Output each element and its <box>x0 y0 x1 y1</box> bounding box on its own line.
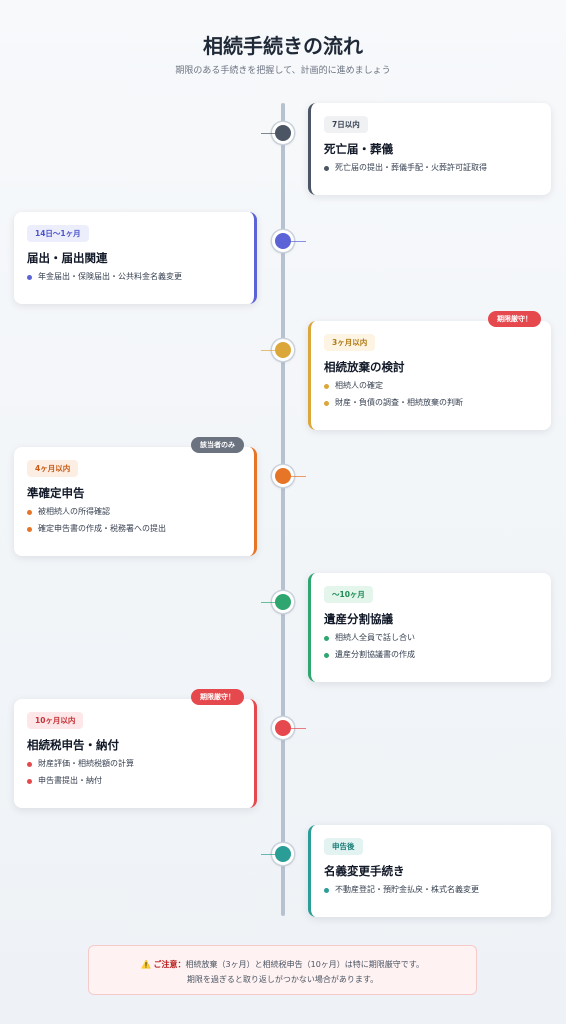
period-badge: 14日〜1ヶ月 <box>27 225 89 242</box>
list-item-text: 相続人の確定 <box>335 381 383 390</box>
list-item: 確定申告書の作成・税務署への提出 <box>27 524 166 541</box>
step-title: 準確定申告 <box>27 486 85 500</box>
list-item-text: 被相続人の所得確認 <box>38 507 110 516</box>
step-title: 相続税申告・納付 <box>27 738 119 752</box>
timeline-connector <box>284 728 306 729</box>
list-item: 死亡届の提出・葬儀手配・火葬許可証取得 <box>324 163 487 180</box>
status-tag: 該当者のみ <box>191 437 244 453</box>
step-card: 7日以内死亡届・葬儀死亡届の提出・葬儀手配・火葬許可証取得 <box>308 103 551 195</box>
step-items: 被相続人の所得確認確定申告書の作成・税務署への提出 <box>27 507 166 541</box>
step-items: 相続人の確定財産・負債の調査・相続放棄の判断 <box>324 381 463 415</box>
bullet-dot-icon <box>27 762 32 767</box>
list-item: 申告書提出・納付 <box>27 776 134 793</box>
timeline-connector <box>284 476 306 477</box>
list-item: 相続人全員で話し合い <box>324 633 415 650</box>
step-card: 14日〜1ヶ月届出・届出関連年金届出・保険届出・公共料金名義変更 <box>14 212 257 304</box>
step-items: 死亡届の提出・葬儀手配・火葬許可証取得 <box>324 163 487 180</box>
bullet-dot-icon <box>324 401 329 406</box>
step-card: 10ヶ月以内相続税申告・納付財産評価・相続税額の計算申告書提出・納付 期限厳守！ <box>14 689 257 808</box>
warning-icon: ⚠️ <box>141 960 151 969</box>
status-tag: 期限厳守！ <box>191 689 244 705</box>
step-card: 4ヶ月以内準確定申告被相続人の所得確認確定申告書の作成・税務署への提出 該当者のみ <box>14 437 257 556</box>
bullet-dot-icon <box>324 636 329 641</box>
timeline-connector <box>261 350 283 351</box>
timeline-connector <box>261 602 283 603</box>
caution-note: ⚠️ ご注意：相続放棄（3ヶ月）と相続税申告（10ヶ月）は特に期限厳守です。 期… <box>88 945 477 995</box>
list-item: 年金届出・保険届出・公共料金名義変更 <box>27 272 182 289</box>
period-badge: 10ヶ月以内 <box>27 712 84 729</box>
period-badge: 7日以内 <box>324 116 368 133</box>
bullet-dot-icon <box>27 527 32 532</box>
period-badge: 申告後 <box>324 838 363 855</box>
list-item-text: 申告書提出・納付 <box>38 776 102 785</box>
bullet-dot-icon <box>324 888 329 893</box>
page-title: 相続手続きの流れ <box>203 34 363 58</box>
bullet-dot-icon <box>27 510 32 515</box>
list-item-text: 遺産分割協議書の作成 <box>335 650 415 659</box>
step-card: 申告後名義変更手続き不動産登記・預貯金払戻・株式名義変更 <box>308 825 551 917</box>
step-title: 名義変更手続き <box>324 864 405 878</box>
step-title: 届出・届出関連 <box>27 251 108 265</box>
status-tag: 期限厳守！ <box>488 311 541 327</box>
bullet-dot-icon <box>324 384 329 389</box>
bullet-dot-icon <box>324 166 329 171</box>
list-item-text: 財産・負債の調査・相続放棄の判断 <box>335 398 463 407</box>
page-subtitle: 期限のある手続きを把握して、計画的に進めましょう <box>175 66 391 76</box>
bullet-dot-icon <box>27 275 32 280</box>
timeline-connector <box>284 241 306 242</box>
step-items: 不動産登記・預貯金払戻・株式名義変更 <box>324 885 479 902</box>
list-item: 相続人の確定 <box>324 381 463 398</box>
list-item-text: 死亡届の提出・葬儀手配・火葬許可証取得 <box>335 163 487 172</box>
list-item-text: 年金届出・保険届出・公共料金名義変更 <box>38 272 182 281</box>
list-item-text: 相続人全員で話し合い <box>335 633 415 642</box>
list-item-text: 確定申告書の作成・税務署への提出 <box>38 524 166 533</box>
bullet-dot-icon <box>27 779 32 784</box>
caution-line-2: 期限を過ぎると取り返しがつかない場合があります。 <box>186 975 379 984</box>
list-item: 財産評価・相続税額の計算 <box>27 759 134 776</box>
list-item: 遺産分割協議書の作成 <box>324 650 415 667</box>
timeline-connector <box>261 854 283 855</box>
step-items: 財産評価・相続税額の計算申告書提出・納付 <box>27 759 134 793</box>
list-item-text: 不動産登記・預貯金払戻・株式名義変更 <box>335 885 479 894</box>
step-card: 3ヶ月以内相続放棄の検討相続人の確定財産・負債の調査・相続放棄の判断 期限厳守！ <box>308 311 551 430</box>
caution-line-1: 相続放棄（3ヶ月）と相続税申告（10ヶ月）は特に期限厳守です。 <box>185 960 424 969</box>
step-title: 遺産分割協議 <box>324 612 393 626</box>
caution-label: ご注意： <box>153 960 186 969</box>
step-items: 相続人全員で話し合い遺産分割協議書の作成 <box>324 633 415 667</box>
period-badge: 3ヶ月以内 <box>324 334 376 351</box>
timeline-axis <box>281 103 285 916</box>
list-item: 被相続人の所得確認 <box>27 507 166 524</box>
period-badge: 〜10ヶ月 <box>324 586 373 603</box>
list-item: 財産・負債の調査・相続放棄の判断 <box>324 398 463 415</box>
step-card: 〜10ヶ月遺産分割協議相続人全員で話し合い遺産分割協議書の作成 <box>308 573 551 682</box>
list-item-text: 財産評価・相続税額の計算 <box>38 759 134 768</box>
step-title: 相続放棄の検討 <box>324 360 405 374</box>
step-items: 年金届出・保険届出・公共料金名義変更 <box>27 272 182 289</box>
bullet-dot-icon <box>324 653 329 658</box>
list-item: 不動産登記・預貯金払戻・株式名義変更 <box>324 885 479 902</box>
period-badge: 4ヶ月以内 <box>27 460 79 477</box>
timeline-connector <box>261 133 283 134</box>
step-title: 死亡届・葬儀 <box>324 142 393 156</box>
